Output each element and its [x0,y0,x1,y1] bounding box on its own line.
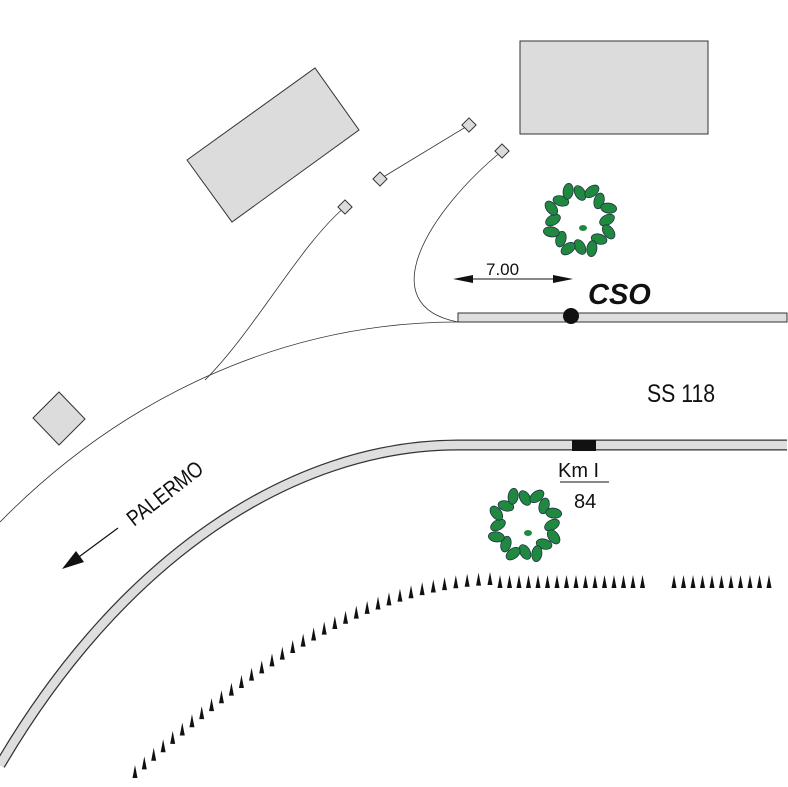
road-edge-upper [0,321,459,523]
embankment-tick [464,573,470,587]
embankment-tick [160,739,166,753]
embankment-tick [397,588,403,602]
station-point [563,308,579,324]
embankment-tick [757,575,762,588]
embankment-tick [671,575,677,588]
embankment-tick [728,575,734,588]
embankment-tick [249,667,255,681]
embankment-tick [516,575,522,588]
embankment-tick [507,575,512,588]
embankment-tick [269,653,275,667]
pole-marker [461,117,477,133]
embankment-tick [375,596,381,610]
small-building [32,391,86,446]
dimension-label: 7.00 [486,260,519,279]
embankment-tick [343,610,349,624]
embankment-tick [132,765,138,778]
embankment-tick [640,575,645,588]
embankment-tick [364,600,370,614]
embankment-tick [476,572,482,586]
pole-marker [494,143,510,159]
embankment-tick [170,730,176,744]
km-marker [572,440,596,451]
embankment-tick [238,675,244,689]
pole-marker [372,171,388,187]
embankment-tick [189,714,195,728]
embankment-tick [442,577,448,591]
embankment-tick [621,575,626,588]
embankment-tick [228,682,234,696]
embankment-tick [199,706,205,720]
km-label: Km I [558,460,599,482]
embankment-tick [564,575,569,588]
embankment-tick [719,575,724,588]
embankment-tick [259,660,265,674]
embankment-ticks [132,572,772,778]
embankment-tick [332,616,338,630]
embankment-tick [290,639,296,653]
embankment-tick [497,575,503,588]
tree-icon [488,488,562,562]
embankment-tick [141,756,147,770]
embankment-tick [311,627,317,641]
embankment-tick [554,575,560,588]
access-path-left [204,206,346,381]
embankment-tick [419,582,425,596]
building-right [519,40,709,135]
embankment-tick [209,698,215,712]
embankment-tick [526,575,531,588]
embankment-tick [747,575,753,588]
embankment-tick [218,690,224,704]
station-label: CSO [588,279,651,311]
embankment-tick [279,646,285,660]
sidewalk-lower [0,440,787,768]
embankment-tick [630,575,636,588]
direction-label: PALERMO [123,457,209,531]
access-path-right [413,150,503,323]
building-left [186,67,360,223]
embankment-tick [453,575,459,589]
embankment-tick [738,575,743,588]
embankment-tick [573,575,579,588]
embankment-tick [151,747,157,761]
dimension-arrow [453,275,573,283]
embankment-tick [592,575,598,588]
embankment-tick [681,575,686,588]
embankment-tick [179,722,185,736]
embankment-tick [545,575,550,588]
tree-icon [543,183,617,257]
embankment-tick [611,575,617,588]
pole-marker [337,199,353,215]
embankment-tick [535,575,541,588]
direction-arrow [62,527,119,569]
sidewalk-upper [457,312,788,323]
km-value: 84 [574,491,596,513]
road-name: SS 118 [647,379,715,407]
embankment-tick [602,575,607,588]
embankment-tick [408,585,414,599]
embankment-tick [766,575,772,588]
embankment-tick [353,605,359,619]
embankment-tick [300,633,306,647]
embankment-tick [321,621,327,635]
embankment-tick [700,575,705,588]
connector-line [379,124,470,180]
embankment-tick [690,575,696,588]
embankment-tick [709,575,715,588]
embankment-tick [430,579,436,593]
embankment-tick [583,575,588,588]
embankment-tick [386,592,392,606]
embankment-tick [487,572,493,585]
